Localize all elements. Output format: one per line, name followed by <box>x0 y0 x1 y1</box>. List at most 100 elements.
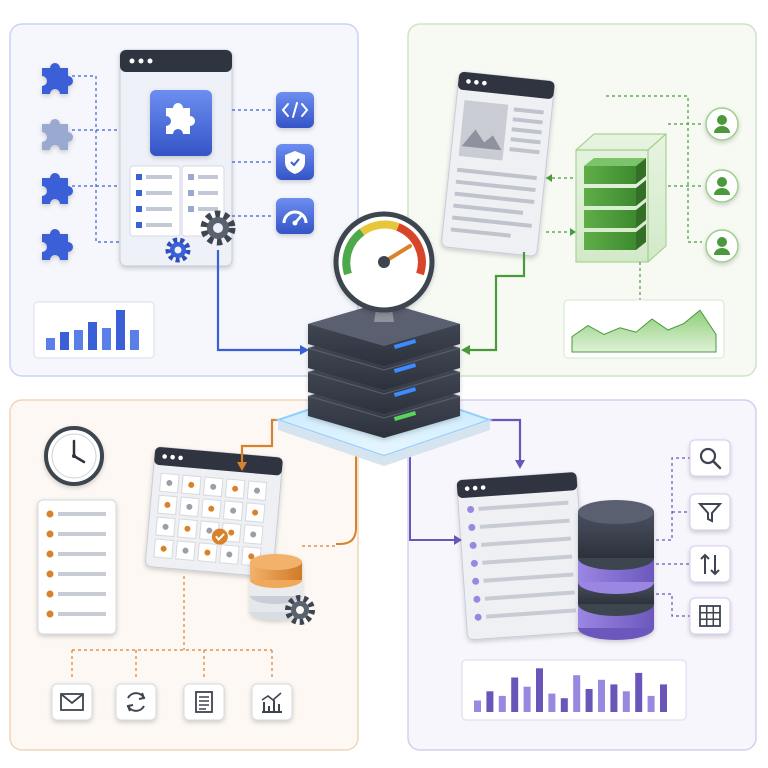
bar <box>474 700 481 712</box>
bar <box>610 684 618 712</box>
gear-icon <box>165 237 191 263</box>
grid-icon <box>689 597 731 635</box>
puzzle-connector-lines <box>72 75 120 243</box>
bar <box>130 330 139 350</box>
calendar-dot <box>208 505 215 512</box>
bar <box>486 691 494 712</box>
arrowhead <box>515 460 525 469</box>
task-bullet <box>46 510 54 518</box>
arrowhead <box>461 345 470 355</box>
calendar-dot <box>252 509 259 516</box>
mail-icon <box>51 683 93 721</box>
row-bullet <box>469 541 477 549</box>
bar <box>511 677 519 712</box>
area-series-fill <box>571 309 717 353</box>
arrowhead <box>454 535 462 545</box>
bar <box>585 689 593 712</box>
refresh-icon <box>115 683 157 721</box>
document-icon <box>183 683 225 721</box>
task-bullet <box>46 590 54 598</box>
check-icon <box>211 528 228 545</box>
bar <box>660 684 667 712</box>
row-bullet <box>474 613 482 621</box>
row-bullet <box>470 559 478 567</box>
row-line <box>480 536 572 547</box>
bar <box>560 698 568 712</box>
connector-server-to-query-window <box>409 452 456 541</box>
query-bar-series <box>474 668 667 712</box>
task-list <box>37 499 117 635</box>
gear-icon <box>285 595 315 625</box>
task-line <box>58 612 106 616</box>
bar <box>647 695 655 712</box>
puzzle-icon <box>42 229 74 260</box>
search-icon <box>689 439 731 477</box>
image-placeholder-icon <box>458 100 509 161</box>
puzzle-icon <box>42 173 74 204</box>
code-icon <box>276 92 314 128</box>
calendar-dot <box>166 479 173 486</box>
user-connector-lines <box>606 95 702 300</box>
task-line <box>58 552 106 556</box>
plugin-bar-chart <box>33 301 155 359</box>
calendar-grid <box>153 472 268 567</box>
bar <box>102 328 111 350</box>
calendar-dot <box>188 481 195 488</box>
shield-icon <box>276 144 314 180</box>
bar <box>116 310 125 350</box>
server-stack <box>307 302 461 438</box>
plugin-bar-series <box>46 310 139 350</box>
query-database <box>578 500 654 640</box>
bar <box>548 693 556 712</box>
puzzle-icon <box>166 103 195 134</box>
row-bullet <box>468 523 476 531</box>
query-tool-connector-lines <box>656 457 690 617</box>
calendar-dot <box>182 547 189 554</box>
calendar-dot <box>160 545 167 552</box>
arrowhead <box>546 174 552 182</box>
task-bullet <box>46 550 54 558</box>
row-line <box>484 590 575 601</box>
calendar-dot <box>184 525 191 532</box>
bar <box>573 675 581 712</box>
row-bullet <box>472 577 480 585</box>
user-icon <box>705 229 739 263</box>
user-icon <box>705 107 739 141</box>
puzzle-icon <box>42 119 74 150</box>
calendar-dot <box>232 485 239 492</box>
calendar-dot <box>226 551 233 558</box>
server-unit <box>308 302 460 366</box>
bar <box>60 332 69 350</box>
speedometer-icon <box>333 211 435 322</box>
bar <box>598 679 605 712</box>
row-line <box>486 608 577 619</box>
row-line <box>482 554 573 565</box>
sort-icon <box>689 545 731 583</box>
chart-icon <box>251 683 293 721</box>
connector-server-to-scheduler-db <box>336 436 357 545</box>
calendar-dot <box>250 531 257 538</box>
row-bullet <box>467 505 475 513</box>
bar <box>46 338 55 350</box>
connector-plugins-to-server <box>216 250 300 352</box>
task-line <box>58 512 106 516</box>
task-line <box>58 572 106 576</box>
task-bullet <box>46 610 54 618</box>
arrowhead <box>570 228 576 236</box>
calendar-dot <box>248 553 255 560</box>
query-bar-chart <box>461 659 687 721</box>
calendar-dot <box>164 501 171 508</box>
calendar-dot <box>230 507 237 514</box>
gear-icon <box>200 210 236 246</box>
query-window <box>456 471 588 641</box>
row-line <box>479 518 570 529</box>
calendar-window <box>145 446 283 578</box>
cache-stack <box>584 158 646 250</box>
bar <box>74 330 83 350</box>
tool-connector-lines <box>232 109 274 217</box>
calendar-dot <box>204 549 211 556</box>
task-line <box>58 592 106 596</box>
arrowhead <box>237 462 247 471</box>
